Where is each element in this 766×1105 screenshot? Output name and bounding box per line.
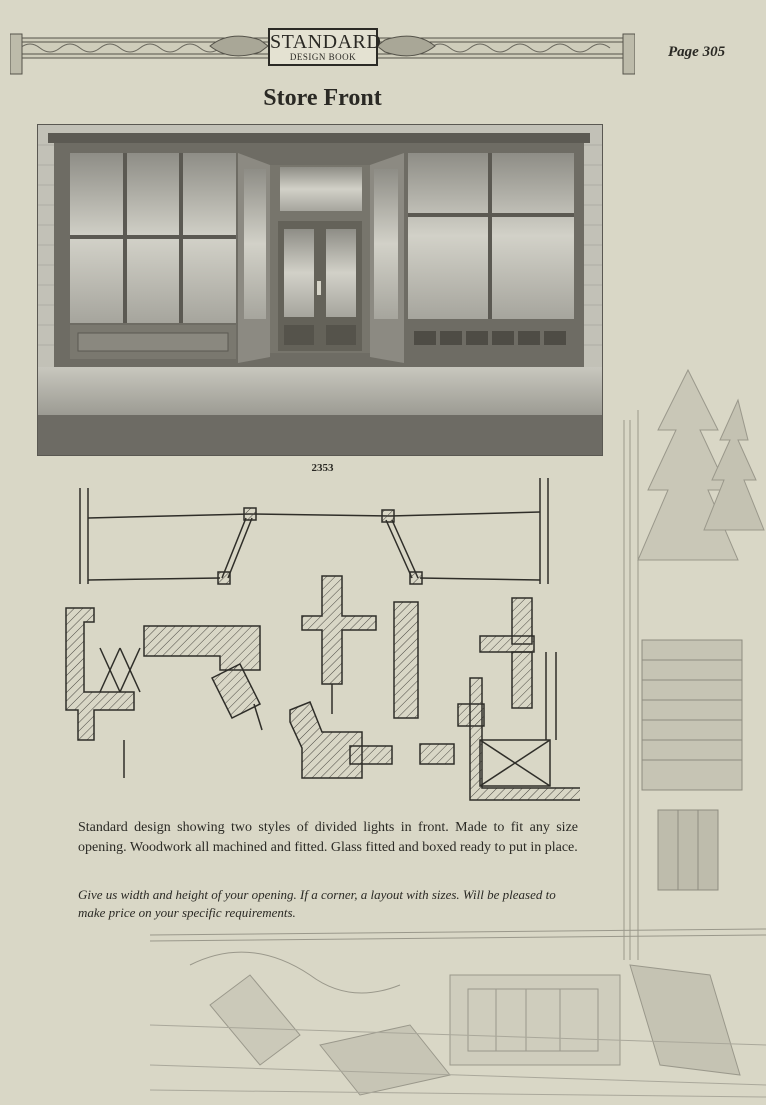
bottom-woodwork-illustration <box>149 925 766 1100</box>
logo-main-text: STANDARD <box>270 31 382 53</box>
page-title: Store Front <box>263 85 382 111</box>
page-number: Page 305 <box>668 44 726 60</box>
ordering-note: Give us width and height of your opening… <box>78 887 556 920</box>
standard-design-book-logo: STANDARD DESIGN BOOK <box>268 28 382 66</box>
description-paragraph: Standard design showing two styles of di… <box>78 820 578 855</box>
product-description: Standard design showing two styles of di… <box>78 818 578 858</box>
design-number-caption: 2353 <box>311 462 334 474</box>
construction-detail-drawing <box>60 478 583 808</box>
store-front-photo <box>37 124 603 456</box>
side-tree-illustration <box>618 360 766 960</box>
logo-sub-text: DESIGN BOOK <box>289 52 357 62</box>
